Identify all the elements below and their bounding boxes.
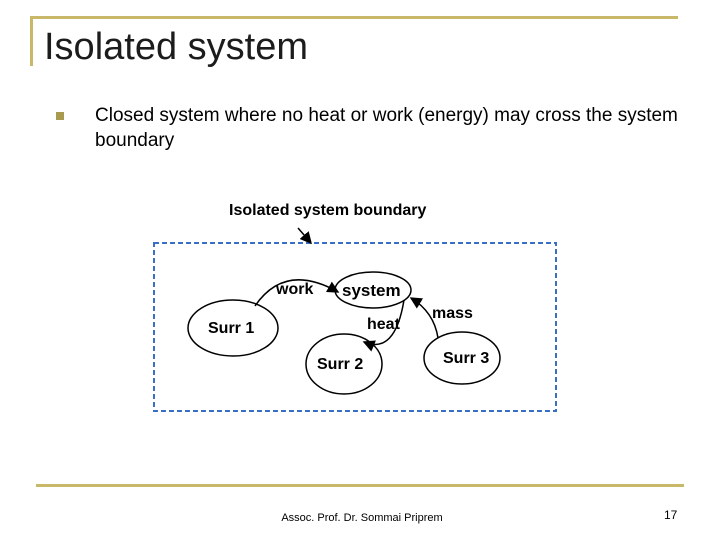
surr2-ellipse (305, 333, 383, 395)
title-frame-top (30, 16, 678, 19)
title-frame-left (30, 16, 33, 66)
surr3-ellipse (423, 331, 501, 385)
surr1-ellipse (187, 299, 279, 357)
heat-label: heat (367, 316, 400, 333)
isolated-boundary-box (153, 242, 557, 412)
page-number: 17 (664, 508, 678, 522)
mass-label: mass (432, 305, 473, 322)
boundary-label: Isolated system boundary (229, 202, 427, 219)
slide-title: Isolated system (44, 26, 308, 68)
footer-author: Assoc. Prof. Dr. Sommai Priprem (281, 512, 443, 524)
boundary-pointer-arrow (297, 227, 312, 245)
bullet-text: Closed system where no heat or work (ene… (95, 105, 678, 151)
surr3-label: Surr 3 (443, 350, 490, 367)
surr2-label: Surr 2 (317, 356, 364, 373)
surr1-label: Surr 1 (208, 320, 255, 337)
work-label: work (276, 281, 314, 298)
footer-divider (36, 484, 684, 487)
bullet-square-icon (56, 112, 64, 120)
heat-arrow (362, 299, 405, 352)
mass-arrow (409, 297, 439, 339)
system-label: system (342, 281, 401, 300)
work-arrow (254, 279, 340, 307)
